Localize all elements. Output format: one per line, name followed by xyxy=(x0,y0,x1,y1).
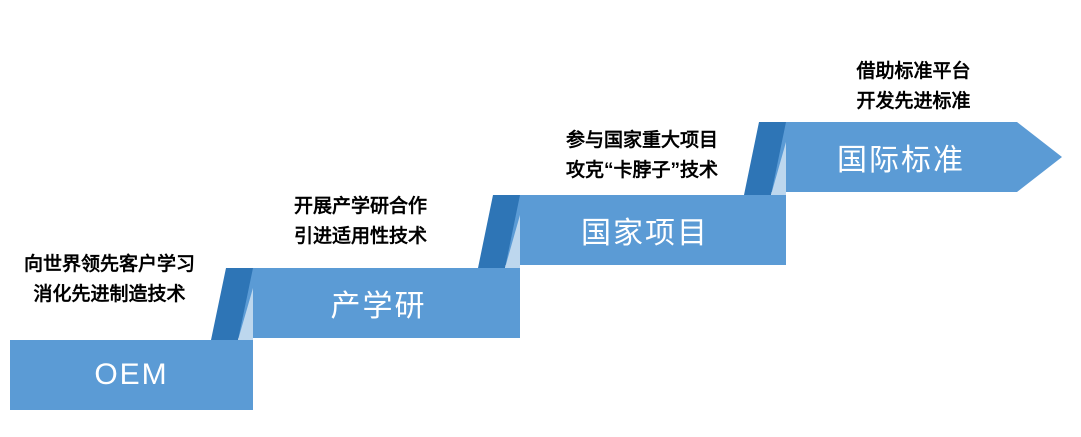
step2-annotation: 开展产学研合作 引进适用性技术 xyxy=(258,192,463,252)
annotation-line: 向世界领先客户学习 xyxy=(23,254,195,275)
annotation-line: 引进适用性技术 xyxy=(293,226,427,247)
annotation-line: 攻克“卡脖子”技术 xyxy=(565,160,718,181)
fold-light-triangle xyxy=(505,215,520,268)
annotation-line: 开展产学研合作 xyxy=(293,196,427,217)
step-bar-international-standard-arrow: 国际标准 xyxy=(770,122,1062,192)
fold-dark-parallelogram xyxy=(744,122,786,195)
step-bar-industry-academia-research: 产学研 xyxy=(237,268,520,338)
ribbon-fold-1 xyxy=(211,268,253,340)
step3-annotation: 参与国家重大项目 攻克“卡脖子”技术 xyxy=(533,126,751,186)
ribbon-fold-2 xyxy=(478,195,520,268)
fold-dark-parallelogram xyxy=(211,268,253,340)
step-bar-label: OEM xyxy=(94,358,169,391)
ribbon-fold-shape xyxy=(478,195,520,268)
step-bar-label: 产学研 xyxy=(330,290,427,323)
ribbon-fold-3 xyxy=(744,122,786,195)
step-bar-national-project: 国家项目 xyxy=(504,195,786,265)
annotation-line: 消化先进制造技术 xyxy=(33,284,186,305)
annotation-line: 借助标准平台 xyxy=(856,61,971,82)
annotation-line: 参与国家重大项目 xyxy=(565,130,718,151)
step-bar-label: 国际标准 xyxy=(837,144,965,177)
step4-annotation: 借助标准平台 开发先进标准 xyxy=(826,57,1001,117)
step-bar-label: 国家项目 xyxy=(581,217,709,250)
fold-light-triangle xyxy=(238,288,253,340)
fold-dark-parallelogram xyxy=(478,195,520,268)
ribbon-fold-shape xyxy=(744,122,786,195)
fold-light-triangle xyxy=(771,142,786,195)
ribbon-fold-shape xyxy=(211,268,253,340)
annotation-line: 开发先进标准 xyxy=(856,91,971,112)
step-bar-oem: OEM xyxy=(10,340,253,410)
step1-annotation: 向世界领先客户学习 消化先进制造技术 xyxy=(2,250,217,310)
